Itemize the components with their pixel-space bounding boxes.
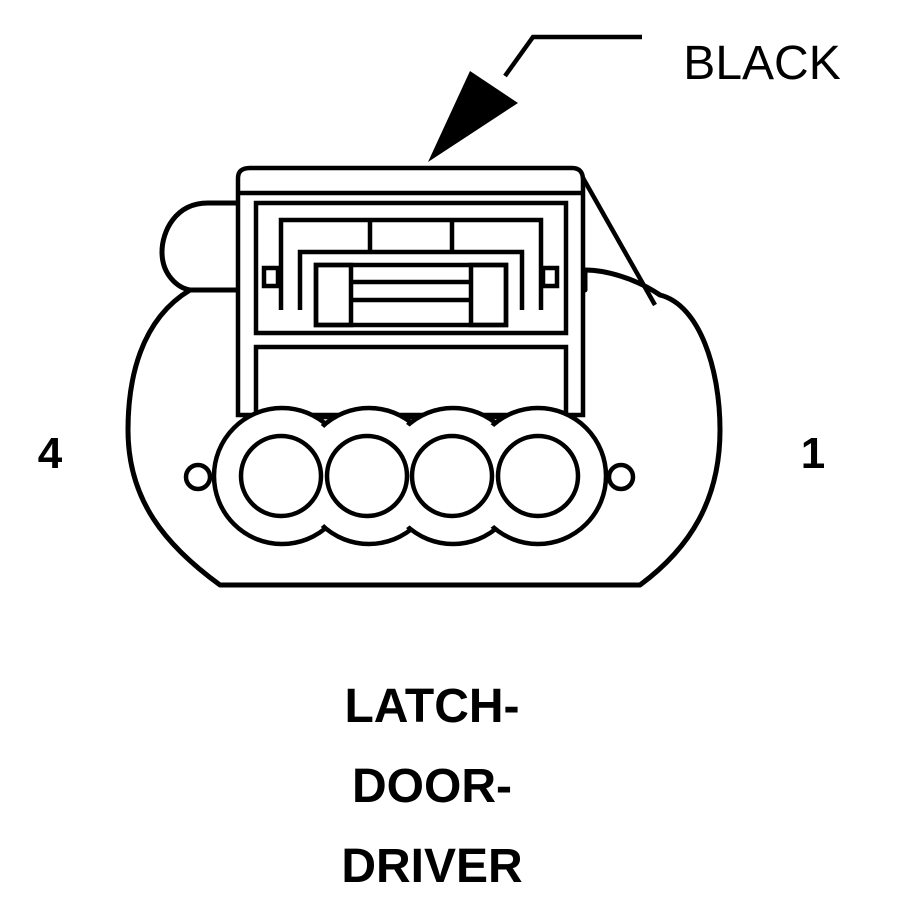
latch-slot-left	[261, 265, 281, 289]
terminal-cavity-3	[324, 433, 410, 519]
pin-label-left: 4	[38, 429, 63, 478]
color-leader	[428, 34, 642, 162]
connector-ear	[159, 200, 243, 293]
latch-hood	[235, 165, 586, 420]
terminal-cavity-2	[409, 433, 495, 519]
alignment-hole-left	[183, 462, 213, 492]
leader-arrowhead	[428, 71, 518, 162]
leader-line	[503, 34, 642, 78]
terminal-row	[183, 405, 636, 547]
latch-window	[253, 200, 569, 336]
pin-label-right: 1	[801, 429, 825, 478]
connector-color-label: BLACK	[683, 37, 840, 90]
terminal-cavity-4	[238, 433, 324, 519]
title-line-2: DOOR-	[352, 760, 512, 813]
terminal-cavity-1	[495, 433, 581, 519]
lower-hood	[253, 344, 569, 420]
title-line-1: LATCH-	[344, 680, 519, 733]
latch-hood-frame	[235, 165, 586, 418]
hood-chamfer	[581, 176, 657, 307]
latch-slot-right	[540, 265, 560, 289]
title-line-3: DRIVER	[341, 840, 522, 893]
alignment-hole-right	[606, 462, 636, 492]
